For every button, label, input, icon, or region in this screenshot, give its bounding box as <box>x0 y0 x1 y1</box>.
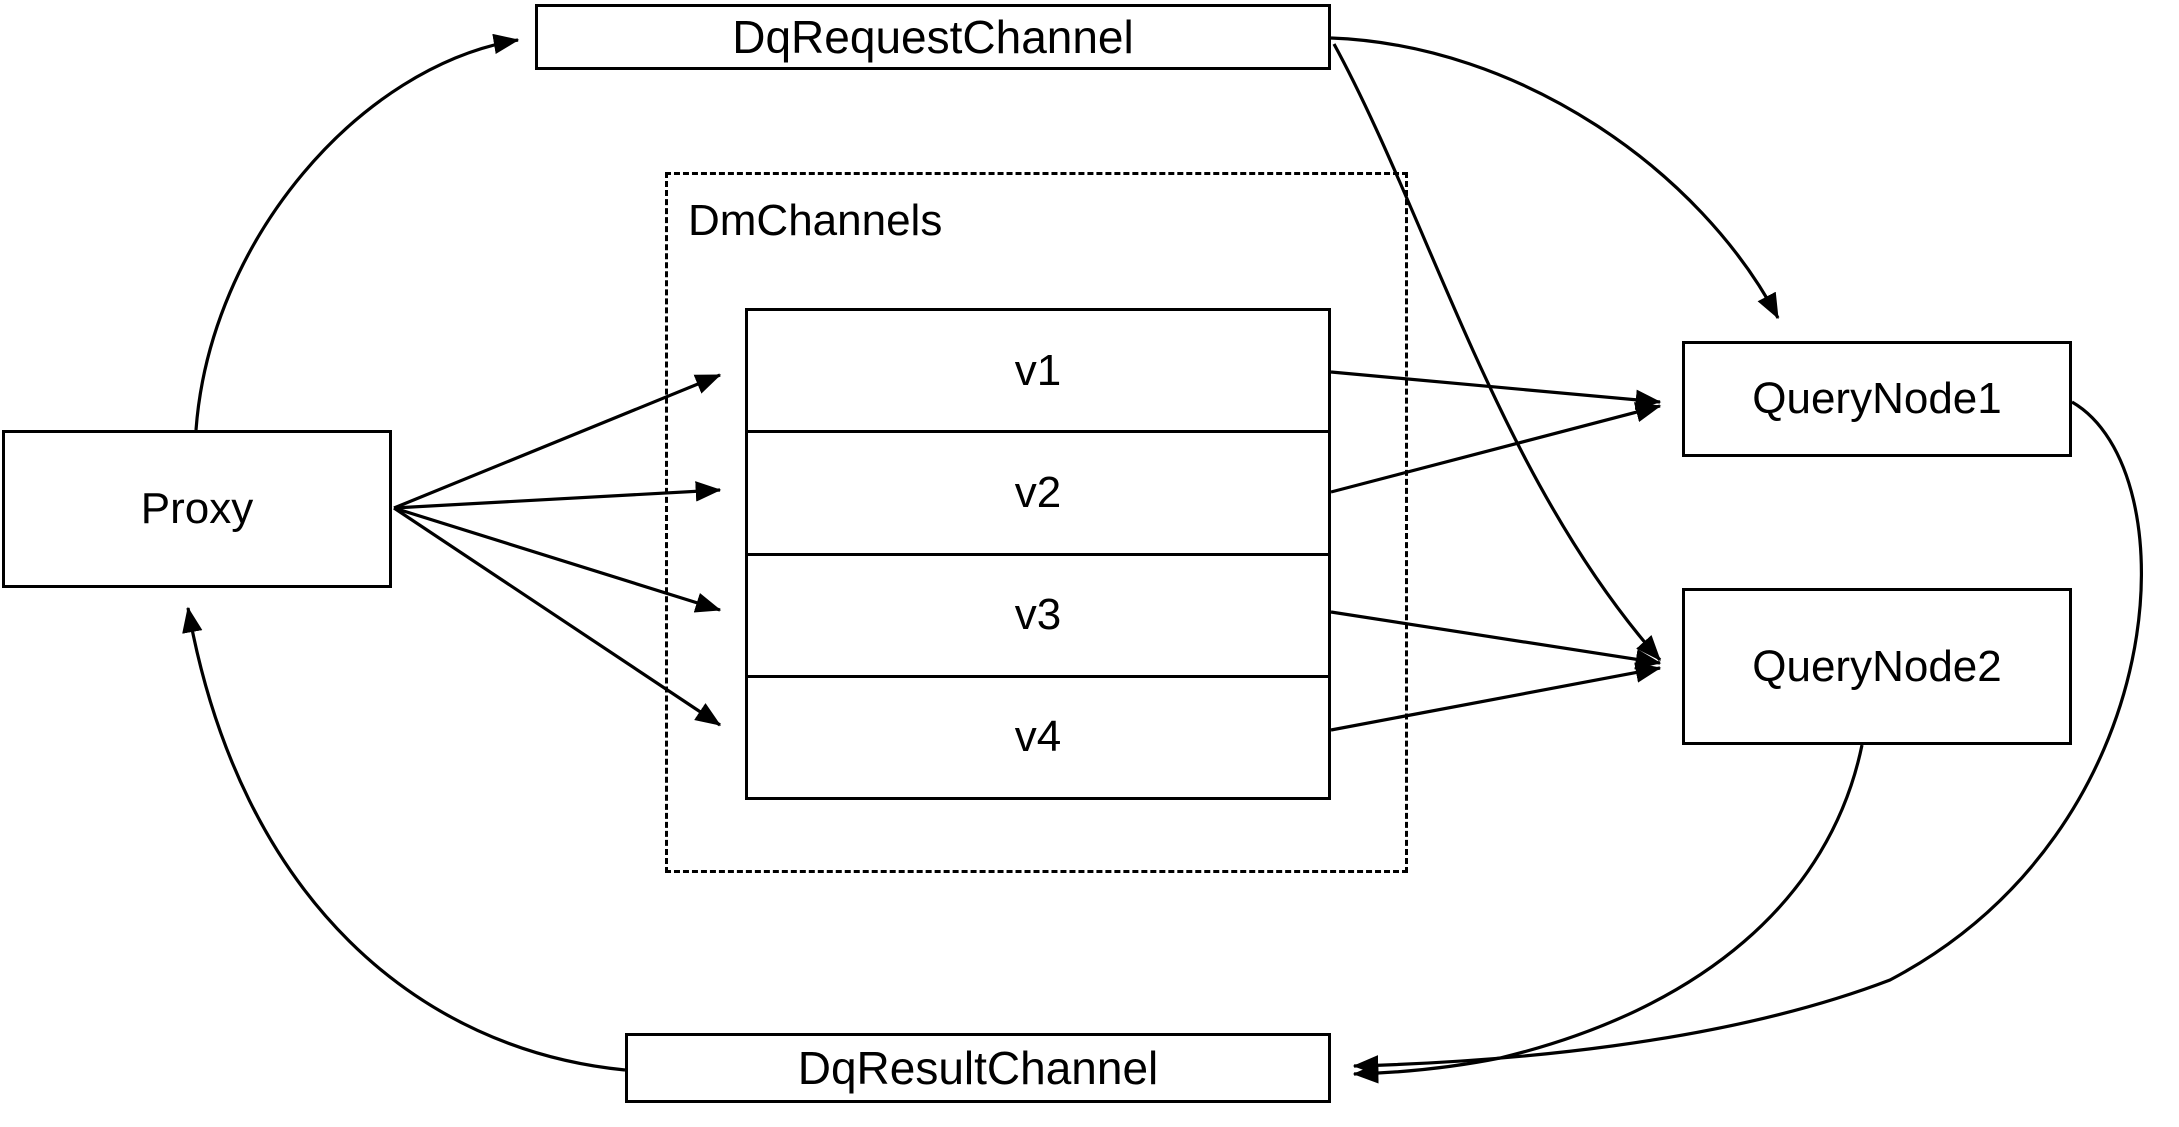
node-query-node-2[interactable]: QueryNode2 <box>1682 588 2072 745</box>
dm-channel-row-v2[interactable]: v2 <box>748 430 1328 552</box>
edge-dq-result-channel-to-proxy <box>182 606 626 1072</box>
node-dq-result-channel-label: DqResultChannel <box>797 1042 1159 1094</box>
dm-channel-row-v3[interactable]: v3 <box>748 552 1328 675</box>
dm-channel-row-label: v3 <box>1014 590 1062 640</box>
edge-query-node-2-to-dq-result-channel <box>1352 744 1864 1084</box>
node-query-node-1[interactable]: QueryNode1 <box>1682 341 2072 457</box>
dm-channel-row-label: v2 <box>1014 467 1062 517</box>
dm-channel-stack: v1 v2 v3 v4 <box>745 308 1331 800</box>
dm-channel-row-label: v4 <box>1014 712 1062 762</box>
dm-channel-row-v1[interactable]: v1 <box>748 311 1328 430</box>
node-dq-request-channel-label: DqRequestChannel <box>732 11 1134 63</box>
dm-channels-group <box>665 172 1408 873</box>
node-query-node-2-label: QueryNode2 <box>1752 641 2002 691</box>
node-query-node-1-label: QueryNode1 <box>1752 374 2002 423</box>
dm-channel-row-label: v1 <box>1014 345 1062 395</box>
node-dq-result-channel[interactable]: DqResultChannel <box>625 1033 1331 1103</box>
node-proxy[interactable]: Proxy <box>2 430 392 588</box>
node-dq-request-channel[interactable]: DqRequestChannel <box>535 4 1331 70</box>
node-proxy-label: Proxy <box>140 484 254 533</box>
edge-proxy-to-dq-request-channel <box>194 33 520 431</box>
dm-channel-row-v4[interactable]: v4 <box>748 674 1328 797</box>
dm-channels-label: DmChannels <box>688 196 943 245</box>
